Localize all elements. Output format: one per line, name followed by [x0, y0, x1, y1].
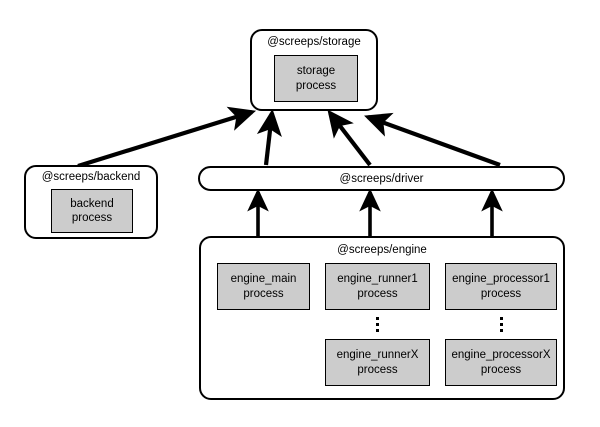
- process-backend-line2: process: [71, 212, 113, 224]
- module-storage[interactable]: @screeps/storage storage process: [250, 29, 378, 111]
- process-engine-processor1[interactable]: engine_processor1 process: [445, 263, 557, 310]
- process-storage[interactable]: storage process: [274, 55, 358, 102]
- connector-driver-right-to-storage: [364, 112, 501, 167]
- process-engine-runnerx-line1: engine_runnerX: [336, 349, 419, 362]
- process-engine-processorx[interactable]: engine_processorX process: [445, 339, 557, 386]
- process-engine-runner1-line2: process: [357, 287, 398, 300]
- process-engine-processorx-line2: process: [480, 363, 522, 376]
- module-driver-title: @screeps/driver: [339, 172, 424, 185]
- module-backend[interactable]: @screeps/backend backend process: [24, 165, 158, 239]
- process-engine-runnerx[interactable]: engine_runnerX process: [325, 339, 430, 386]
- runner-ellipsis-icon: [372, 317, 382, 332]
- process-engine-runner1[interactable]: engine_runner1 process: [325, 263, 430, 310]
- module-engine[interactable]: @screeps/engine engine_main process engi…: [199, 236, 565, 400]
- process-engine-main-line2: process: [243, 287, 284, 300]
- process-storage-line1: storage: [296, 65, 336, 78]
- process-engine-processor1-line2: process: [480, 287, 522, 300]
- connector-driver-left-to-storage: [256, 108, 282, 166]
- process-engine-processorx-line1: engine_processorX: [451, 349, 551, 362]
- module-backend-title: @screeps/backend: [41, 171, 141, 183]
- process-engine-main-line1: engine_main: [230, 273, 297, 286]
- connector-driver-mid-to-storage: [327, 109, 372, 167]
- process-backend-line1: backend: [70, 197, 114, 210]
- process-engine-runnerx-line2: process: [357, 363, 398, 376]
- module-engine-title: @screeps/engine: [337, 244, 427, 256]
- processor-ellipsis-icon: [496, 317, 506, 332]
- module-storage-title: @screeps/storage: [267, 36, 361, 48]
- process-engine-processor1-line1: engine_processor1: [452, 273, 550, 286]
- process-engine-runner1-line1: engine_runner1: [337, 273, 418, 286]
- module-driver[interactable]: @screeps/driver: [198, 166, 565, 191]
- process-storage-line2: process: [295, 79, 337, 92]
- process-engine-main[interactable]: engine_main process: [217, 263, 310, 310]
- process-backend[interactable]: backend process: [51, 189, 133, 233]
- connector-backend-to-storage: [77, 106, 257, 169]
